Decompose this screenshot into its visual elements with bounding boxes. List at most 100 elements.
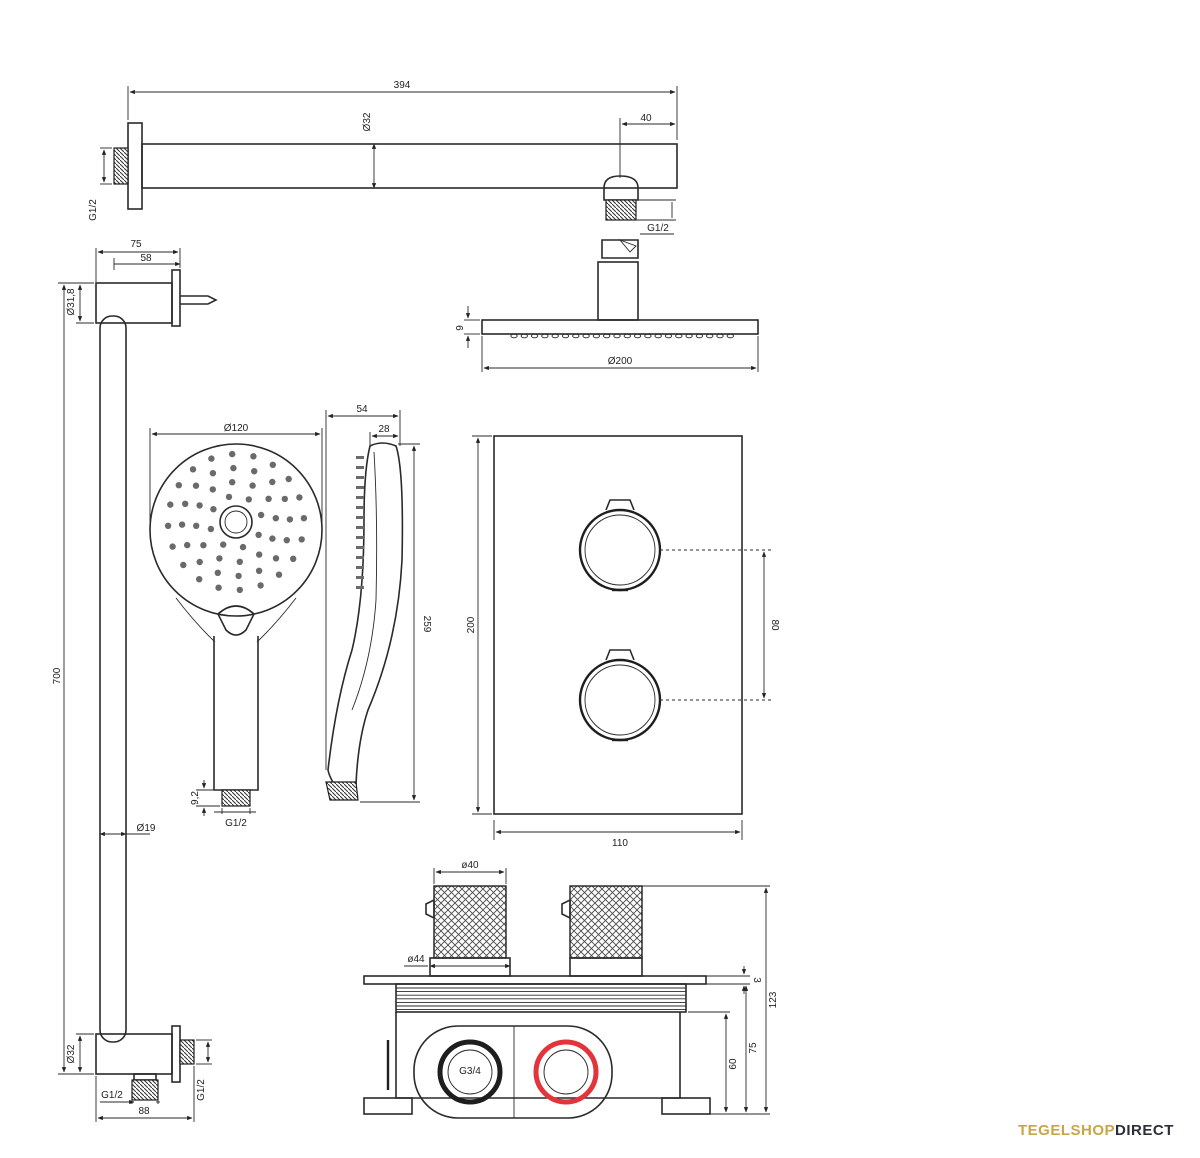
nozzle-dot xyxy=(189,466,197,473)
head-nozzle xyxy=(716,333,724,339)
hand-shower-front-drawing xyxy=(149,443,323,807)
dim-hand-depth-inner: 28 xyxy=(378,424,390,435)
nozzle-dot xyxy=(257,511,265,519)
nozzle-dot xyxy=(192,482,200,489)
panel-dimensions: 200 110 80 xyxy=(466,435,780,849)
thermostat-panel-drawing xyxy=(493,435,772,815)
nozzle-dot xyxy=(235,572,242,580)
nozzle-dot xyxy=(169,543,176,550)
dim-arm-thread: G1/2 xyxy=(88,199,99,221)
nozzle-dot xyxy=(285,475,292,483)
hand-shower-nozzles xyxy=(164,450,308,594)
arm-dimensions: 394 Ø32 40 G1/2 G1/2 9 Ø200 xyxy=(88,80,759,372)
head-nozzle xyxy=(572,333,580,339)
dim-head-thread: G1/2 xyxy=(647,223,669,234)
dim-box-depth-75: 75 xyxy=(748,1042,759,1054)
side-nozzle xyxy=(356,486,364,489)
head-nozzle xyxy=(726,333,734,339)
side-nozzle xyxy=(356,496,364,499)
dim-hand-depth: 54 xyxy=(356,404,368,415)
dim-rail-diameter: Ø19 xyxy=(137,823,156,834)
head-nozzle xyxy=(613,333,621,339)
nozzle-dot xyxy=(215,584,222,591)
nozzle-dot xyxy=(178,521,186,528)
head-nozzle xyxy=(623,333,631,339)
rain-head-nozzles xyxy=(510,333,734,339)
side-nozzle xyxy=(356,516,364,519)
shower-arm-drawing xyxy=(113,122,759,339)
nozzle-dot xyxy=(209,486,216,493)
head-nozzle xyxy=(633,333,642,339)
side-nozzle xyxy=(356,466,364,469)
dim-rail-bottom-width: 88 xyxy=(138,1106,150,1117)
nozzle-dot xyxy=(207,525,215,533)
nozzle-dot xyxy=(272,555,280,562)
dim-head-thickness: 9 xyxy=(455,325,466,331)
nozzle-dot xyxy=(283,537,290,544)
brand-part-1: TEGEL xyxy=(1018,1122,1071,1139)
dim-arm-diameter: Ø32 xyxy=(362,112,373,131)
nozzle-dot xyxy=(175,482,182,489)
nozzle-dot xyxy=(230,464,237,472)
nozzle-dot xyxy=(249,482,256,489)
nozzle-dot xyxy=(250,453,257,460)
dim-box-total: 123 xyxy=(768,991,779,1008)
nozzle-dot xyxy=(269,535,276,542)
nozzle-dot xyxy=(272,515,279,522)
nozzle-dot xyxy=(269,461,276,468)
nozzle-dot xyxy=(210,506,217,513)
head-nozzle xyxy=(644,333,652,339)
dim-knob-diameter: ø40 xyxy=(461,860,479,871)
nozzle-dot xyxy=(200,542,207,549)
nozzle-dot xyxy=(239,543,247,551)
dim-knob-base-diameter: ø44 xyxy=(407,954,425,965)
head-nozzle xyxy=(592,333,601,339)
head-nozzle xyxy=(551,333,559,339)
nozzle-dot xyxy=(182,500,189,507)
head-nozzle xyxy=(695,333,704,339)
nozzle-dot xyxy=(236,586,243,594)
head-nozzle xyxy=(706,333,714,339)
dim-hand-diameter: Ø120 xyxy=(224,423,249,434)
nozzle-dot xyxy=(196,502,203,509)
nozzle-dot xyxy=(256,551,263,558)
side-nozzle xyxy=(356,526,364,529)
nozzle-dot xyxy=(180,561,187,569)
side-nozzle xyxy=(356,506,364,509)
nozzle-dot xyxy=(229,479,236,486)
nozzle-dot xyxy=(245,496,252,503)
nozzle-dot xyxy=(193,522,200,529)
nozzle-dot xyxy=(220,541,227,548)
nozzle-dot xyxy=(225,493,233,501)
head-nozzle xyxy=(520,333,528,339)
head-nozzle xyxy=(654,333,662,339)
dim-panel-height: 200 xyxy=(466,616,477,633)
nozzle-dot xyxy=(196,558,203,566)
brand-part-3: DIRECT xyxy=(1115,1122,1174,1139)
dim-rail-thread-right: G1/2 xyxy=(196,1079,207,1101)
nozzle-dot xyxy=(214,569,221,576)
hand-side-dimensions: 54 28 259 xyxy=(325,404,432,803)
dim-box-plate: 3 xyxy=(751,977,762,983)
head-nozzle xyxy=(603,333,611,339)
nozzle-dot xyxy=(229,450,236,458)
nozzle-dot xyxy=(209,470,217,477)
head-nozzle xyxy=(530,333,539,339)
hand-front-dimensions: Ø120 9,2 G1/2 xyxy=(149,423,323,829)
nozzle-dot xyxy=(251,468,258,475)
nozzle-dot xyxy=(286,516,294,523)
hand-shower-side-drawing xyxy=(325,442,404,801)
brand-part-2: SHOP xyxy=(1070,1122,1116,1139)
head-nozzle xyxy=(561,333,570,339)
nozzle-dot xyxy=(216,555,223,562)
nozzle-dot xyxy=(236,558,243,565)
nozzle-dot xyxy=(196,576,203,583)
box-dimensions: ø40 ø44 3 123 75 60 xyxy=(404,860,779,1115)
dim-box-depth-60: 60 xyxy=(728,1058,739,1070)
side-nozzle xyxy=(356,566,364,569)
hand-side-nozzles xyxy=(356,456,364,589)
nozzle-dot xyxy=(281,495,288,503)
dim-rail-bottom-diameter: Ø32 xyxy=(66,1044,77,1063)
dim-head-diameter: Ø200 xyxy=(608,356,633,367)
